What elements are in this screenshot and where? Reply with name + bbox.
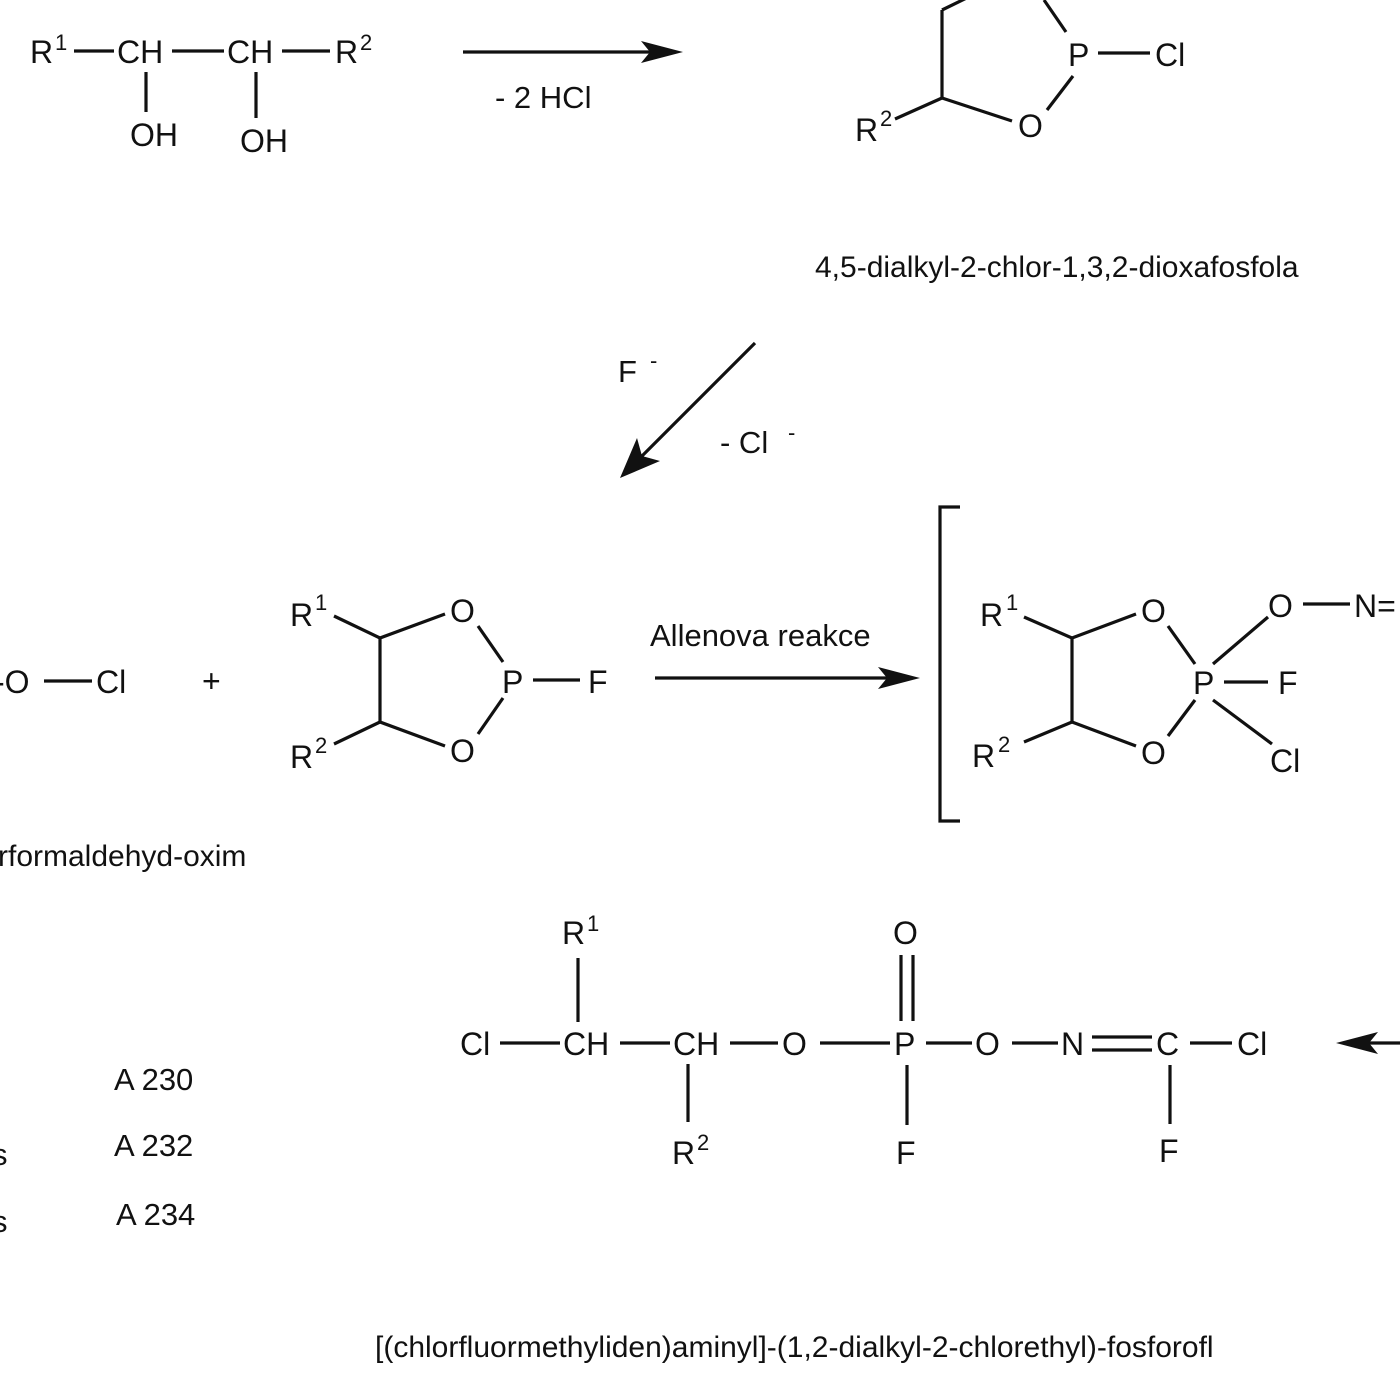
superscript-1: 1 [55, 30, 67, 55]
atom-o: O [450, 593, 475, 629]
bond [379, 720, 446, 748]
atom-n: N [1061, 1026, 1084, 1062]
condition-fluoride: F [618, 354, 637, 389]
atom-r: R [30, 34, 53, 70]
atom-f: F [588, 664, 608, 700]
reaction-arrow: Allenova reakce [650, 618, 920, 689]
atom-f: F [896, 1135, 916, 1171]
reaction-arrow [1336, 1032, 1400, 1054]
intermediate-structure: R 1 O P F O N= Cl O R 2 [938, 505, 1396, 823]
bond [379, 612, 446, 640]
bracket [938, 505, 960, 823]
bond [1212, 698, 1273, 746]
atom-r: R [972, 738, 995, 774]
fluoro-dioxaphospholane-structure: R 1 O P F O R 2 [290, 590, 608, 775]
caption-dioxaphospholane: 4,5-dialkyl-2-chlor-1,3,2-dioxafosfola [815, 251, 1299, 284]
chloro-dioxaphospholane-structure: P Cl O R 2 [855, 0, 1185, 148]
plus-sign: + [202, 663, 221, 699]
final-product-structure: Cl CH R 1 CH R 2 O P O F O N C Cl F [460, 911, 1267, 1171]
bond [941, 0, 967, 12]
atom-cl: Cl [460, 1026, 490, 1062]
code-a234: A 234 [116, 1197, 195, 1232]
caption-final-product: [(chlorfluormethyliden)aminyl]-(1,2-dial… [375, 1331, 1214, 1364]
bond [894, 96, 943, 121]
atom-r: R [855, 112, 878, 148]
superscript-2: 2 [880, 106, 892, 131]
atom-oh: OH [240, 123, 288, 159]
atom-o: O [1141, 735, 1166, 771]
compound-codes: A 230 A 232 A 234 s s [0, 1062, 195, 1239]
atom-f: F [1278, 665, 1298, 701]
bond [333, 720, 381, 746]
bond [941, 96, 1013, 123]
atom-o: O [1018, 108, 1043, 144]
bond [333, 614, 381, 640]
superscript-1: 1 [587, 911, 599, 936]
code-a232: A 232 [114, 1128, 193, 1163]
charge-minus: - [788, 420, 795, 445]
atom-ch: CH [673, 1026, 719, 1062]
atom-r: R [562, 915, 585, 951]
bond [1023, 615, 1073, 640]
superscript-1: 1 [1006, 590, 1018, 615]
caption-oxime: rformaldehyd-oxim [0, 840, 246, 873]
atom-cl: Cl [1237, 1026, 1267, 1062]
atom-cl: Cl [1270, 743, 1300, 779]
charge-minus: - [650, 348, 657, 373]
atom-cl: Cl [1155, 37, 1185, 73]
bond [1042, 0, 1068, 33]
atom-oh: OH [130, 117, 178, 153]
fragment-oxime-tail: -O [0, 664, 30, 700]
bond [1071, 612, 1137, 640]
atom-ch: CH [563, 1026, 609, 1062]
superscript-1: 1 [315, 590, 327, 615]
bond [1023, 720, 1073, 744]
atom-c: C [1156, 1026, 1179, 1062]
atom-r: R [335, 34, 358, 70]
bond [476, 625, 505, 663]
superscript-2: 2 [697, 1130, 709, 1155]
atom-f: F [1159, 1133, 1179, 1169]
atom-ch: CH [227, 34, 273, 70]
atom-cl: Cl [96, 664, 126, 700]
atom-o: O [450, 733, 475, 769]
bond [1071, 720, 1137, 748]
atom-r: R [290, 739, 313, 775]
bond [1166, 625, 1197, 665]
reaction-arrow: - 2 HCl [463, 41, 683, 115]
atom-ch: CH [117, 34, 163, 70]
diol-structure: R 1 CH CH R 2 OH OH [30, 30, 372, 159]
atom-o: O [893, 915, 918, 951]
reaction-arrow: F - - Cl - [618, 341, 795, 478]
atom-p: P [1193, 665, 1214, 701]
atom-o: O [1268, 588, 1293, 624]
atom-o: O [1141, 593, 1166, 629]
atom-p: P [1068, 37, 1089, 73]
condition-minus-chloride: - Cl [720, 425, 768, 460]
atom-o: O [975, 1026, 1000, 1062]
atom-o: O [782, 1026, 807, 1062]
cut-fragment: s [0, 1137, 8, 1172]
code-a230: A 230 [114, 1062, 193, 1097]
superscript-2: 2 [360, 30, 372, 55]
fragment-n-double: N= [1354, 588, 1396, 624]
atom-p: P [502, 664, 523, 700]
oxime-fragment: -O Cl [0, 664, 126, 700]
atom-p: P [894, 1026, 915, 1062]
atom-r: R [980, 597, 1003, 633]
condition-allene-reaction: Allenova reakce [650, 618, 871, 653]
atom-r: R [290, 597, 313, 633]
bond [1166, 699, 1197, 737]
bond [1211, 615, 1270, 666]
atom-r: R [672, 1135, 695, 1171]
condition-minus-2hcl: - 2 HCl [495, 80, 591, 115]
bond [1045, 75, 1075, 111]
cut-fragment: s [0, 1204, 8, 1239]
bond [476, 697, 505, 735]
superscript-2: 2 [998, 732, 1010, 757]
superscript-2: 2 [315, 733, 327, 758]
